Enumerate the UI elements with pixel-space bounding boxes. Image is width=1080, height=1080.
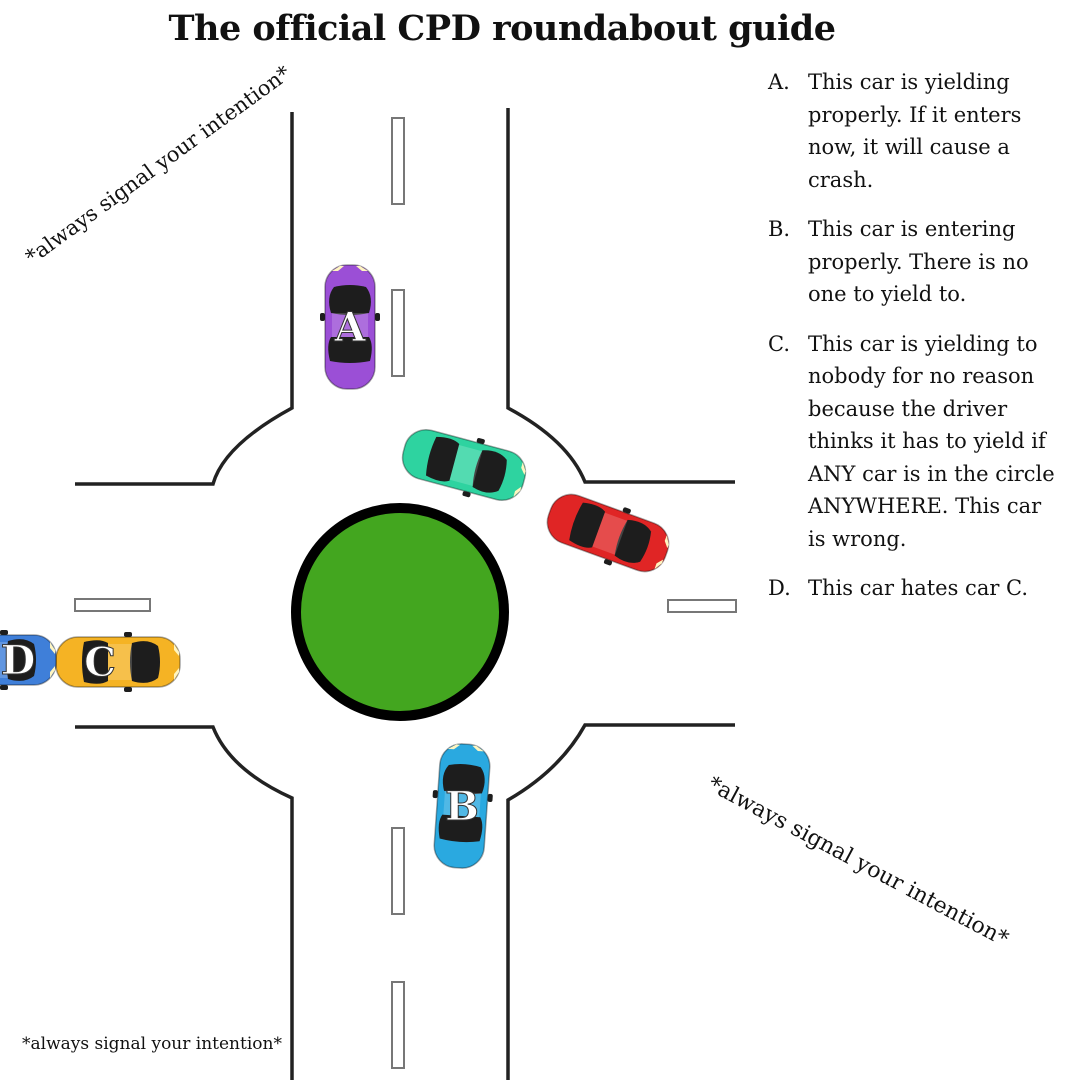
legend-text: This car hates car C. [808,576,1029,600]
legend-item-b: B. This car is entering properly. There … [768,213,1063,311]
legend-letter: C. [768,331,790,356]
road-edge-bottom-left [75,725,294,1080]
car-label-b: B [445,783,479,830]
legend-letter: B. [768,217,791,241]
lane-dash [74,598,151,612]
car-red [538,482,678,584]
legend-list: A. This car is yielding properly. If it … [768,66,1063,622]
legend-text: This car is yielding to nobody for no re… [808,331,1055,551]
legend-item-a: A. This car is yielding properly. If it … [768,66,1063,196]
car-c: C [55,631,181,693]
lane-dash [391,289,405,377]
car-label-d: D [1,637,36,684]
car-label-c: C [84,639,116,686]
road-edge-top-left [75,112,294,486]
car-teal [395,419,533,511]
legend-text: This car is yielding properly. If it ent… [808,70,1022,192]
signal-note-bottom-left: *always signal your intention* [22,1034,282,1054]
road-edges [75,108,735,1080]
legend-letter: D. [768,576,791,600]
lane-dash [391,117,405,205]
legend-letter: A. [768,70,790,94]
lane-markings [74,117,737,1069]
page-title: The official CPD roundabout guide [168,8,836,49]
lane-dash [391,827,405,915]
car-a: A [319,264,381,390]
car-label-a: A [333,304,366,351]
roundabout-island [291,503,509,721]
lane-dash [667,599,737,613]
car-d: D [0,629,57,691]
legend-text: This car is entering properly. There is … [808,217,1029,306]
road-edge-top-right [506,108,735,484]
lane-dash [391,981,405,1069]
legend-item-d: D. This car hates car C. [768,572,1063,605]
legend-item-c: C. This car is yielding to nobody for no… [768,328,1063,556]
road-edge-bottom-right [506,723,735,1080]
car-b: B [426,741,498,871]
